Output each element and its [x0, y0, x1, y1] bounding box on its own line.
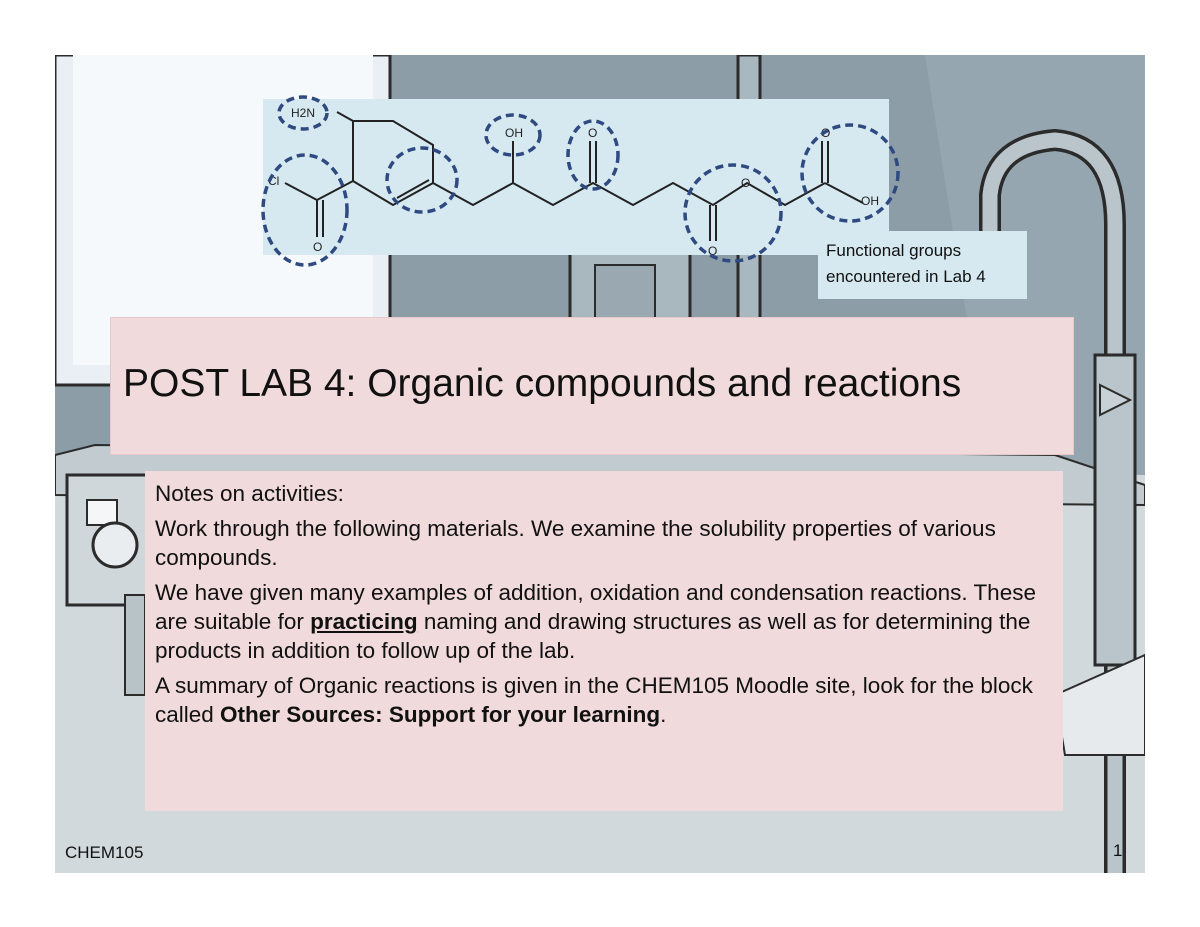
notes-box: Notes on activities: Work through the fo…	[145, 471, 1063, 811]
notes-paragraph-3: A summary of Organic reactions is given …	[155, 671, 1053, 729]
para3-text-a: A summary of Organic reactions is given …	[155, 673, 1033, 727]
alkene-circle	[385, 146, 459, 214]
ester-oxygen-label: O	[741, 176, 750, 190]
para2-text-a: We have given many examples of addition,…	[155, 580, 1036, 634]
acid-hydroxyl-label: OH	[861, 194, 879, 208]
carboxylic-acid-circle	[800, 123, 900, 223]
notes-paragraph-2: We have given many examples of addition,…	[155, 578, 1053, 665]
acyl-chloride-circle	[261, 153, 349, 267]
functional-groups-molecule: H2N Cl O OH O O O O OH	[261, 95, 900, 267]
para2-text-b: naming and drawing structures as well as…	[155, 609, 1031, 663]
para3-bold: Other Sources: Support for your learning	[220, 702, 661, 727]
hydroxyl-label: OH	[505, 126, 523, 140]
page-title: POST LAB 4: Organic compounds and reacti…	[123, 362, 962, 405]
hydroxyl-circle	[484, 113, 542, 157]
acyl-oxygen-label: O	[313, 240, 322, 254]
amine-label: H2N	[291, 106, 315, 120]
slide: H2N Cl O OH O O O O OH Functional groups…	[55, 55, 1145, 873]
footer-course: CHEM105	[65, 843, 144, 862]
notes-heading: Notes on activities:	[155, 481, 344, 506]
chloride-label: Cl	[268, 174, 279, 188]
ester-circle	[683, 163, 783, 263]
para2-emphasis: practicing	[310, 609, 418, 634]
ketone-circle	[566, 119, 620, 191]
ester-carbonyl-label: O	[708, 244, 717, 258]
amine-circle	[277, 95, 329, 131]
structure-caption: Functional groups encountered in Lab 4	[818, 231, 1027, 299]
title-box: POST LAB 4: Organic compounds and reacti…	[110, 317, 1074, 455]
caption-line-1: Functional groups	[826, 241, 962, 260]
notes-paragraph-1: Work through the following materials. We…	[155, 516, 996, 570]
para3-text-b: .	[660, 702, 667, 727]
ketone-oxygen-label: O	[588, 126, 597, 140]
caption-line-2: encountered in Lab 4	[826, 267, 986, 286]
page-number: 1	[1113, 841, 1123, 860]
